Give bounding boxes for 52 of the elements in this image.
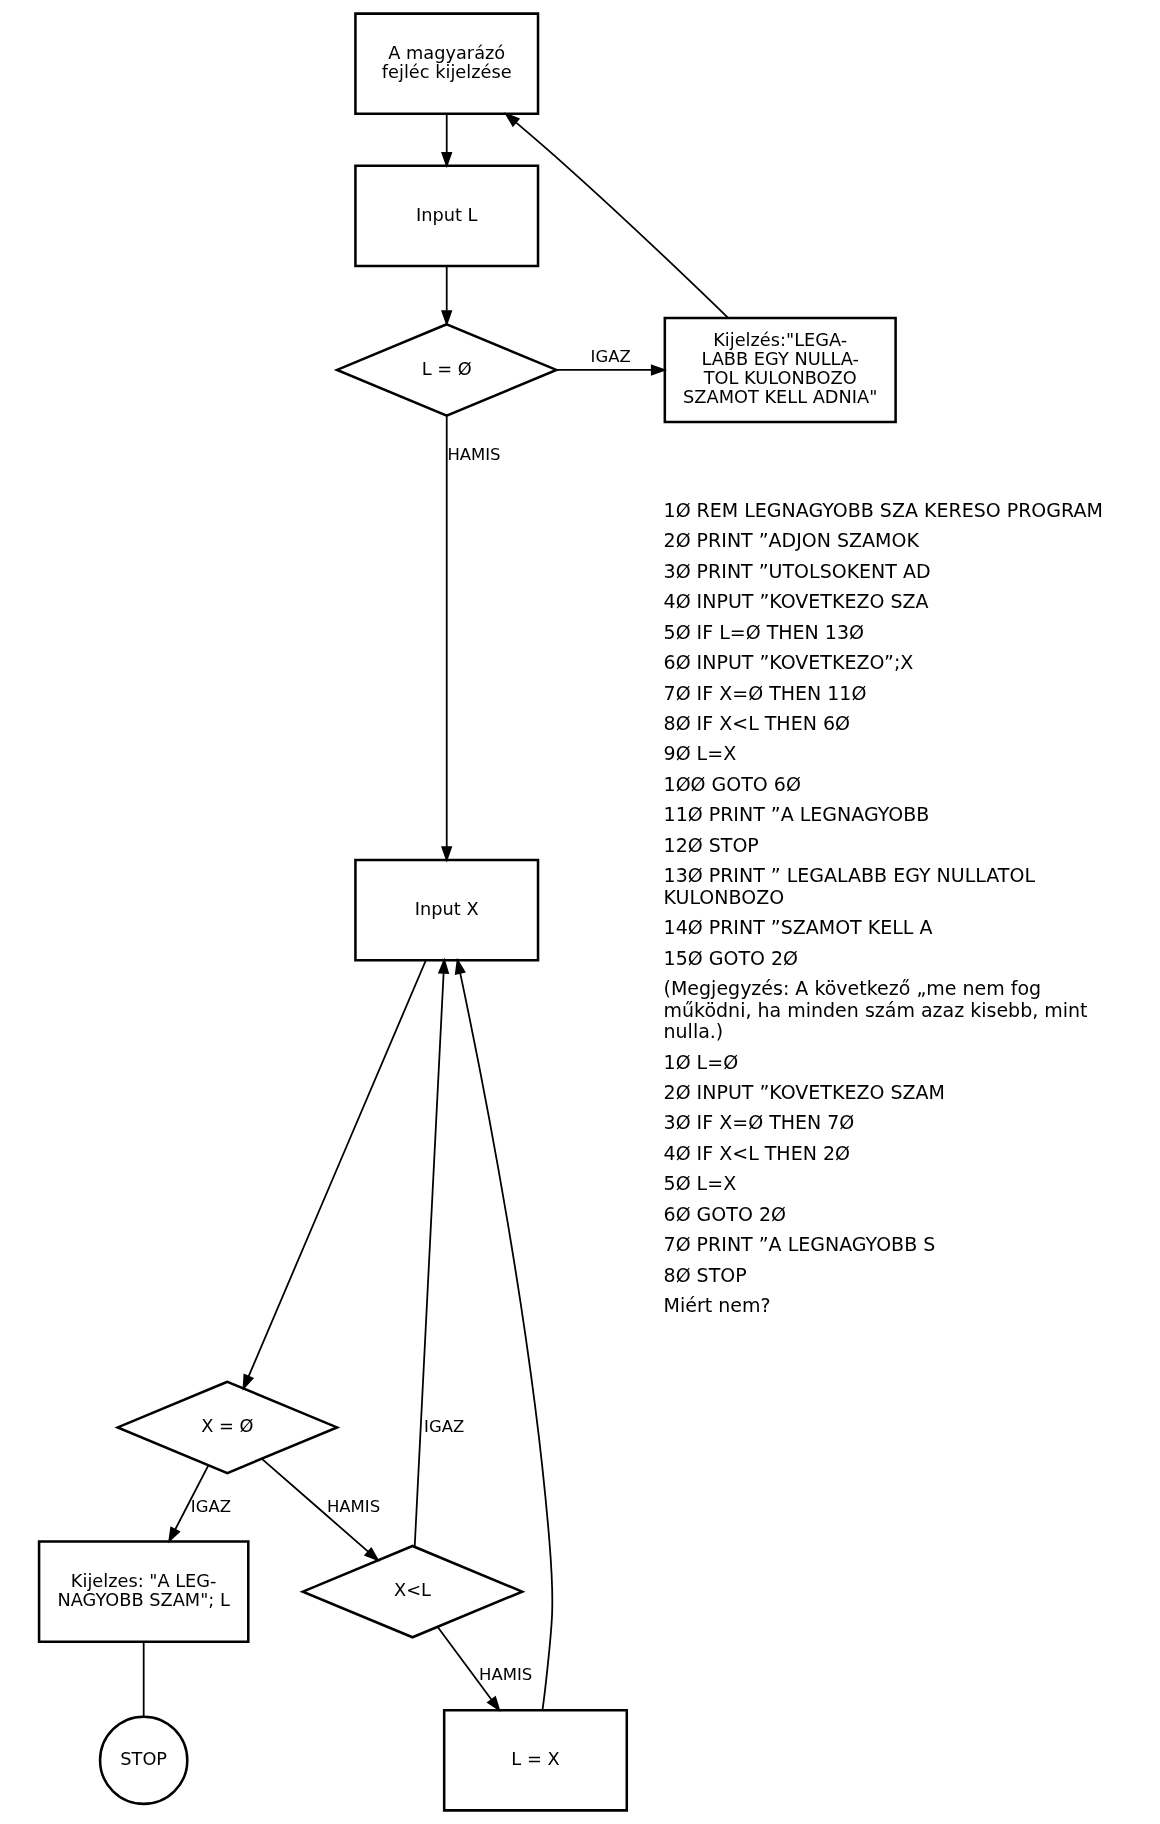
edge-label: HAMIS bbox=[326, 1496, 380, 1516]
label: 7Ø PRINT ”A LEGNAGYOBB S bbox=[663, 1233, 935, 1256]
label: 7Ø IF X=Ø THEN 11Ø bbox=[663, 681, 866, 704]
label: 12Ø STOP bbox=[663, 833, 759, 856]
label: 15Ø GOTO 2Ø bbox=[663, 946, 798, 969]
label: 2Ø INPUT ”KOVETKEZO SZAM bbox=[663, 1081, 945, 1104]
label: 9Ø L=X bbox=[663, 742, 736, 765]
node-box: Input L bbox=[353, 164, 539, 268]
node-box: Kijelzés:"LEGA- LABB EGY NULLA- TOL KULONBOZO SZAMOT KELL ADNIA" bbox=[663, 316, 897, 424]
node-circle: STOP bbox=[98, 1715, 189, 1806]
label: 3Ø IF X=Ø THEN 7Ø bbox=[663, 1111, 854, 1134]
node-box: L = X bbox=[442, 1708, 628, 1812]
label: 6Ø INPUT ”KOVETKEZO”;X bbox=[663, 651, 913, 674]
edge-label: IGAZ bbox=[423, 1416, 464, 1436]
arrow bbox=[440, 265, 452, 327]
label: 5Ø IF L=Ø THEN 13Ø bbox=[663, 620, 864, 643]
arrow bbox=[260, 1458, 380, 1562]
label: 14Ø PRINT ”SZAMOT KELL A bbox=[663, 916, 932, 939]
label: 6Ø GOTO 2Ø bbox=[663, 1202, 786, 1225]
edge-label: IGAZ bbox=[190, 1496, 231, 1516]
label: 1Ø L=Ø bbox=[663, 1050, 738, 1073]
edge-label: IGAZ bbox=[590, 346, 631, 366]
arrow bbox=[503, 112, 729, 319]
node-box: Kijelzes: "A LEG- NAGYOBB SZAM"; L bbox=[37, 1540, 250, 1643]
arrow bbox=[413, 957, 449, 1548]
arrow bbox=[436, 1626, 501, 1713]
label: 3Ø PRINT ”UTOLSOKENT AD bbox=[663, 559, 931, 582]
arrow bbox=[454, 957, 553, 1711]
label: 1Ø REM LEGNAGYOBB SZA KERESO PROGRAM bbox=[663, 499, 1103, 522]
label: 2Ø PRINT ”ADJON SZAMOK bbox=[663, 529, 919, 552]
edge-label: HAMIS bbox=[478, 1665, 532, 1685]
arrow bbox=[555, 364, 667, 376]
label: 8Ø STOP bbox=[663, 1263, 747, 1286]
label: (Megjegyzés: A következő „me nem fog működni, ha minden szám azaz kisebb, mint nulla.) bbox=[663, 977, 1088, 1043]
arrow bbox=[440, 414, 452, 863]
connector bbox=[142, 1640, 145, 1717]
arrow bbox=[167, 1464, 209, 1544]
edge-label: HAMIS bbox=[446, 445, 501, 465]
arrow bbox=[440, 113, 452, 169]
label: 1ØØ GOTO 6Ø bbox=[663, 772, 801, 795]
node-diamond: L = Ø bbox=[333, 322, 560, 417]
label: 4Ø INPUT ”KOVETKEZO SZA bbox=[663, 590, 929, 613]
label: 11Ø PRINT ”A LEGNAGYOBB bbox=[663, 803, 929, 826]
arrow bbox=[241, 959, 427, 1391]
node-box: Input X bbox=[353, 858, 539, 962]
node-diamond: X = Ø bbox=[113, 1380, 340, 1475]
label: Miért nem? bbox=[663, 1294, 771, 1317]
label: 13Ø PRINT ” LEGALABB EGY NULLATOL KULONBOZO bbox=[663, 864, 1035, 908]
label: 4Ø IF X<L THEN 2Ø bbox=[663, 1141, 850, 1164]
node-box: A magyarázó fejléc kijelzése bbox=[353, 12, 539, 116]
label: 5Ø L=X bbox=[663, 1172, 736, 1195]
label: 8Ø IF X<L THEN 6Ø bbox=[663, 712, 850, 735]
